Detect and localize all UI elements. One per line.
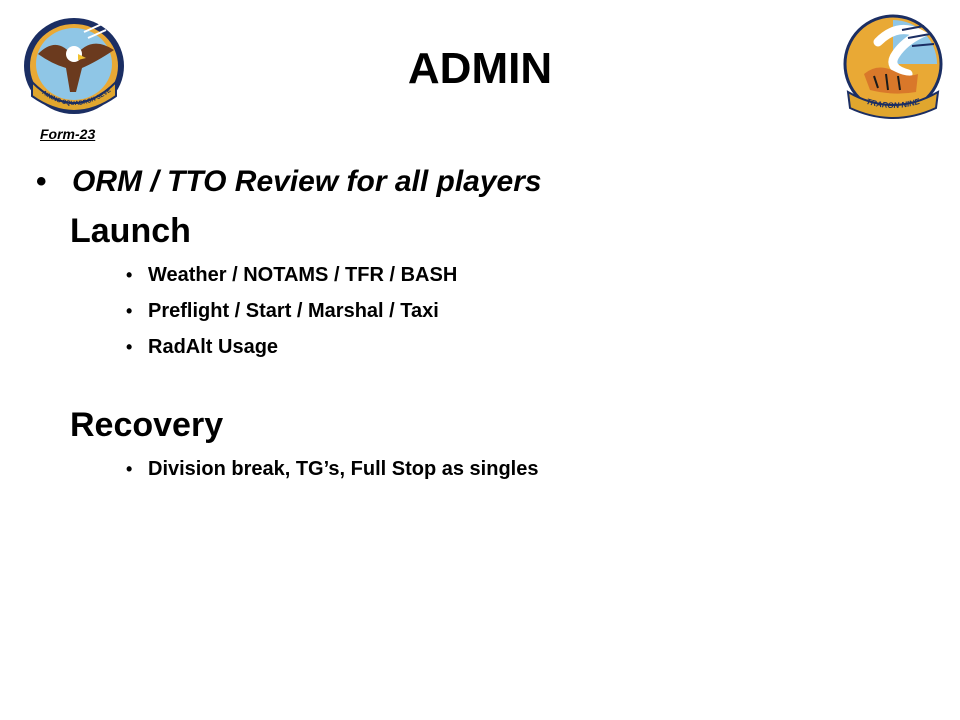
main-bullet: • ORM / TTO Review for all players — [36, 165, 542, 199]
list-item-text: Weather / NOTAMS / TFR / BASH — [148, 264, 458, 286]
section-heading-recovery: Recovery — [70, 406, 224, 444]
section-heading-launch: Launch — [70, 212, 191, 250]
eagle-squadron-patch-icon: TRAINING SQUADRON SEVEN — [16, 10, 130, 122]
list-item: • Preflight / Start / Marshal / Taxi — [126, 301, 457, 321]
bullet-icon: • — [126, 337, 133, 357]
list-item-text: RadAlt Usage — [148, 336, 279, 358]
bullet-icon: • — [126, 265, 133, 285]
list-item: • RadAlt Usage — [126, 337, 457, 357]
bullet-icon: • — [36, 165, 47, 198]
list-item: • Weather / NOTAMS / TFR / BASH — [126, 265, 457, 285]
svg-text:TRARON NINE: TRARON NINE — [865, 97, 921, 110]
list-item: • Division break, TG’s, Full Stop as sin… — [126, 459, 538, 479]
form-label: Form-23 — [40, 126, 96, 142]
bullet-icon: • — [126, 459, 133, 479]
slide-title: ADMIN — [407, 44, 553, 93]
recovery-list: • Division break, TG’s, Full Stop as sin… — [126, 459, 538, 495]
main-bullet-text: ORM / TTO Review for all players — [72, 165, 542, 198]
launch-list: • Weather / NOTAMS / TFR / BASH • Prefli… — [126, 265, 457, 373]
tiger-squadron-patch-icon: TRARON NINE — [838, 12, 948, 120]
list-item-text: Division break, TG’s, Full Stop as singl… — [148, 458, 539, 480]
bullet-icon: • — [126, 301, 133, 321]
list-item-text: Preflight / Start / Marshal / Taxi — [148, 300, 439, 322]
